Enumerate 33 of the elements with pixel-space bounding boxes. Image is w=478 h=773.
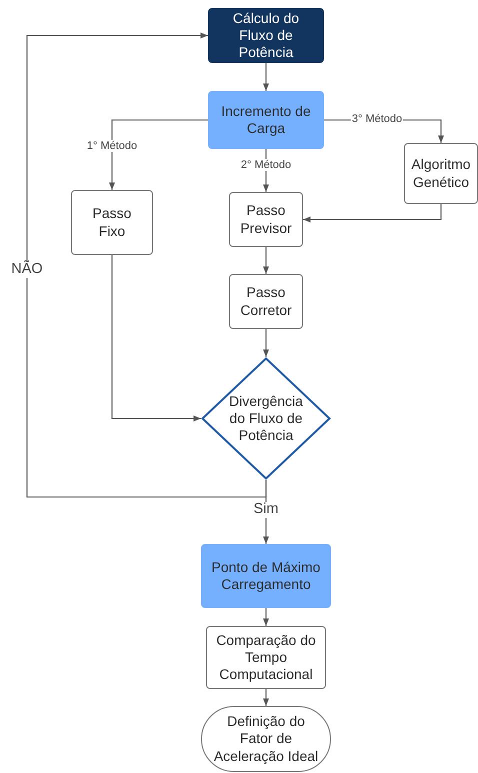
arrow	[262, 63, 270, 91]
process-box	[201, 544, 331, 608]
arrow	[262, 329, 270, 357]
node-text: Comparação do Tempo Computacional	[215, 632, 317, 684]
edge-label: Sim	[252, 502, 280, 518]
edge-label: NÃO	[10, 262, 44, 278]
process-box	[208, 91, 324, 149]
node-text: Passo Previsor	[239, 202, 293, 237]
arrow	[111, 255, 201, 422]
edge-label: 3° Método	[350, 112, 404, 126]
node-text: Passo Corretor	[239, 284, 293, 319]
process-box	[229, 274, 303, 329]
node-text: Algoritmo Genético	[410, 156, 472, 191]
process-box	[208, 8, 324, 63]
node-text: Incremento de Carga	[220, 102, 312, 138]
node-text: Divergência do Fluxo de Potência	[228, 392, 304, 444]
edge-label: 2° Método	[240, 158, 292, 172]
arrow	[262, 247, 270, 274]
node-text: Ponto de Máximo Carregamento	[210, 558, 322, 594]
node-text: Definição do Fator de Aceleração Ideal	[212, 713, 320, 765]
arrow	[262, 689, 270, 706]
node-text: Passo Fixo	[92, 205, 132, 240]
process-box	[404, 143, 478, 204]
decision-diamond	[201, 357, 331, 480]
process-box	[71, 190, 153, 255]
arrow	[303, 204, 442, 223]
process-box	[229, 192, 303, 247]
arrow	[262, 608, 270, 626]
arrow	[108, 119, 208, 190]
process-box	[206, 626, 326, 689]
edge-label: 1° Método	[86, 140, 138, 152]
node-text: Cálculo do Fluxo de Potência	[232, 10, 300, 62]
arrow	[26, 32, 267, 498]
